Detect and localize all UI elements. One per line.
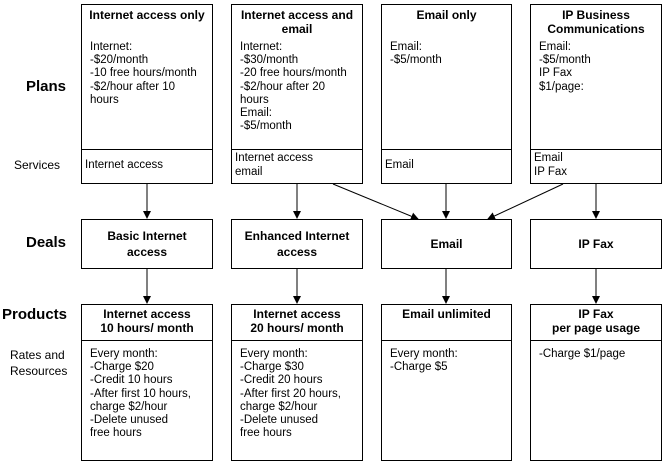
plan-box-internet-email: Internet access and email Internet: -$30… [231,4,363,184]
deal-box-enhanced-internet: Enhanced Internet access [231,219,363,269]
product-rates: -Charge $1/page [539,348,626,360]
product-title: Email unlimited [402,307,491,321]
deal-label: Enhanced Internet access [244,229,350,259]
divider [382,149,511,150]
deal-box-ip-fax: IP Fax [530,219,662,269]
product-box-internet-20h: Internet access 20 hours/ month Every mo… [231,304,363,461]
plan-services: Internet access email [235,152,313,178]
deal-label: IP Fax [578,237,614,251]
divider [531,340,661,341]
deal-label: Email [430,237,463,251]
product-rates: Every month: -Charge $30 -Credit 20 hour… [240,348,341,440]
plan-services: Internet access [85,159,163,171]
divider [232,149,362,150]
divider [82,149,212,150]
plan-services: Email [385,159,414,171]
plan-title: IP Business Communications [547,8,645,36]
row-label-deals: Deals [26,234,67,251]
plan-details: Internet: -$30/month -20 free hours/mont… [240,41,347,133]
plan-title: Internet access and email [240,8,354,36]
row-label-products: Products [2,306,68,323]
product-title: IP Fax per page usage [551,307,641,335]
product-box-email-unlimited: Email unlimited Every month: -Charge $5 [381,304,512,461]
product-rates: Every month: -Charge $20 -Credit 10 hour… [90,348,191,440]
divider [82,340,212,341]
plan-box-internet-only: Internet access only Internet: -$20/mont… [81,4,213,184]
plan-title: Email only [416,8,477,22]
plan-box-ip-business: IP Business Communications Email: -$5/mo… [530,4,662,184]
plan-title: Internet access only [89,8,205,22]
plan-details: Internet: -$20/month -10 free hours/mont… [90,41,197,106]
deal-label: Basic Internet access [107,229,187,259]
plan-services: Email IP Fax [534,152,568,178]
row-label-plans: Plans [26,78,67,95]
arrow-plan2-deal3 [332,183,419,221]
row-label-services: Services [14,158,61,172]
deal-box-basic-internet: Basic Internet access [81,219,213,269]
plan-box-email-only: Email only Email: -$5/month Email [381,4,512,184]
plan-details: Email: -$5/month [390,41,442,67]
product-box-ip-fax: IP Fax per page usage -Charge $1/page [530,304,662,461]
product-title: Internet access 10 hours/ month [100,307,194,335]
divider [531,149,661,150]
plan-details: Email: -$5/month IP Fax $1/page: [539,41,591,93]
arrow-plan4-deal3 [487,183,564,220]
deal-box-email: Email [381,219,512,269]
product-rates: Every month: -Charge $5 [390,348,458,374]
divider [232,340,362,341]
product-title: Internet access 20 hours/ month [250,307,344,335]
product-box-internet-10h: Internet access 10 hours/ month Every mo… [81,304,213,461]
divider [382,340,511,341]
row-label-rates: Rates and Resources [10,348,68,378]
